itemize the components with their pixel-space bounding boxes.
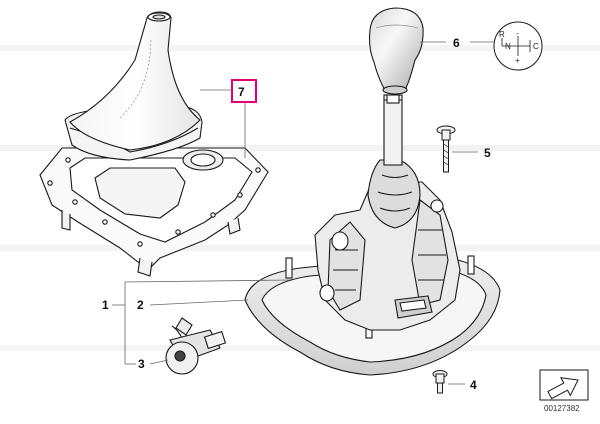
- part-label-4: 4: [470, 378, 477, 392]
- part-label-2: 2: [137, 298, 144, 312]
- reference-number: 00127382: [544, 404, 580, 413]
- part-label-6: 6: [453, 36, 460, 50]
- shift-boot-assembly: [39, 11, 269, 277]
- part-label-1: 1: [102, 298, 109, 312]
- part-label-7: 7: [238, 85, 245, 99]
- highlight-box-part-7: [231, 79, 257, 103]
- part-label-3: 3: [138, 357, 145, 371]
- shift-knob: [368, 7, 424, 95]
- shift-pattern-badge: R N C - +: [493, 21, 543, 71]
- shift-label-minus: -: [516, 29, 519, 38]
- bolt-part-5: [436, 125, 456, 173]
- shift-label-c: C: [533, 42, 539, 51]
- bushing-part-3: [165, 317, 227, 375]
- screw-part-4: [432, 370, 448, 394]
- orientation-arrow: [539, 369, 589, 401]
- leader-lines: [112, 41, 494, 385]
- part-label-5: 5: [484, 146, 491, 160]
- shift-label-r: R: [499, 30, 505, 39]
- shift-label-n: N: [505, 42, 511, 51]
- shifter-housing: [244, 94, 501, 376]
- shift-label-plus: +: [515, 56, 520, 65]
